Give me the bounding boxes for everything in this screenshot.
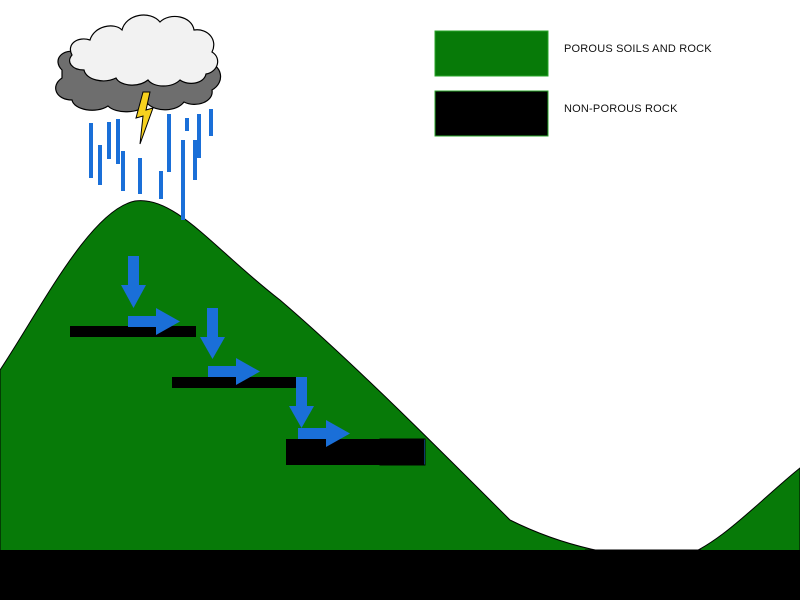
rock-ledge-2 (172, 377, 298, 388)
infiltration-arrow-2 (200, 308, 225, 359)
legend-swatch-non-porous (434, 90, 549, 137)
legend-label-porous: POROUS SOILS AND ROCK (564, 43, 712, 55)
infiltration-arrow-3 (289, 377, 314, 428)
lateral-flow-arrow-3 (298, 420, 350, 447)
storm-cloud-icon (55, 14, 222, 113)
lateral-flow-arrow-2 (208, 358, 260, 385)
cloud-light-layer (69, 14, 219, 87)
infiltration-arrow-1 (121, 256, 146, 308)
rain-streaks (89, 109, 213, 220)
rock-ledge-1 (70, 326, 196, 337)
rock-ledge-3 (286, 439, 424, 465)
hill-porous-ground (0, 200, 800, 559)
lateral-flow-arrow-1 (128, 308, 180, 335)
lightning-bolt-icon (135, 91, 154, 145)
legend-swatch-porous (434, 30, 549, 77)
bedrock-non-porous (0, 550, 800, 600)
legend-label-non-porous: NON-POROUS ROCK (564, 103, 678, 115)
